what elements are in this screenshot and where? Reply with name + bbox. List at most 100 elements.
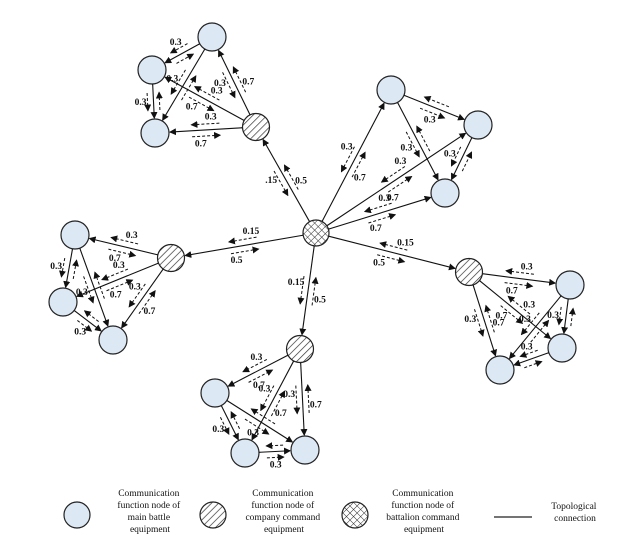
flow-arrow-M3a-M3b-1 [72, 259, 79, 280]
flow-arrow-M2b-M2c-0 [450, 146, 462, 167]
edge-label-M2a-M2c-0: 0.3 [401, 144, 413, 154]
company-node-C4 [454, 257, 484, 287]
edge-label-C2-M3c-1: 0.7 [144, 307, 156, 317]
legend: Communication function node of main batt… [63, 489, 599, 535]
flow-arrow-M3a-M3b-0 [59, 257, 66, 278]
flow-arrow-B-M2b-0 [387, 175, 413, 193]
main-node-M4b [230, 438, 260, 468]
edge-label-M1a-M1c-0: 0.3 [166, 74, 178, 84]
edge-label-B-M2a-0: 0.7 [354, 173, 366, 183]
main-node-M5b [547, 333, 577, 363]
edge-label-M5a-M5c-0: 0.3 [519, 315, 531, 325]
edge-label-C4-M5c-0: 0.3 [464, 315, 476, 325]
flow-arrow-C1-M1c-1 [192, 132, 222, 139]
connection-C4-M5c [468, 279, 498, 357]
edge-label-B-M2c-0: 0.7 [370, 224, 382, 234]
flow-arrow-M2a-M2b-0 [419, 107, 446, 119]
flow-arrow-M1a-M1c-1 [181, 75, 197, 101]
edge-label-B-C2-0: 0.15 [243, 227, 260, 237]
main-node-M3c [98, 325, 128, 355]
connection-M5a-M5c [508, 289, 567, 360]
edge-label-B-M2b-0: 0.7 [387, 193, 399, 203]
flow-arrow-M5a-M5c-1 [530, 319, 550, 343]
edge-label-C3-M4c-0: 0.3 [283, 390, 295, 400]
edge-label-B-C2-1: 0.5 [231, 256, 243, 266]
flow-arrow-M1b-M1c-1 [155, 91, 163, 111]
main-node-M4a [200, 378, 230, 408]
edge-label-B-M2b-1: 0.3 [394, 157, 406, 167]
main-node-M2a [376, 75, 406, 105]
connection-M2b-M2c [451, 131, 478, 181]
connection-B-M2c [322, 195, 432, 234]
edge-label-C4-M5b-1: 0.3 [523, 300, 535, 310]
connection-M1b-M1c [148, 78, 158, 120]
main-node-M2c [430, 178, 460, 208]
connection-M3a-M3b [63, 243, 77, 289]
edge-label-C3-M4b-1: 0.7 [275, 409, 287, 419]
edge-label-M4b-M4c-0: 0.3 [270, 460, 282, 470]
edge-label-C2-M3c-0: 0.3 [129, 283, 141, 293]
connection-M2a-M2c [392, 96, 439, 181]
edge-label-C1-M1a-1: 0.3 [214, 79, 226, 89]
edge-label-B-C1-1: .15 [265, 176, 277, 186]
main-node-M4c [290, 435, 320, 465]
main-node-M5a [555, 270, 585, 300]
flow-arrow-M1b-M1c-0 [144, 92, 152, 112]
flow-arrow-M4a-M4b-1 [230, 411, 241, 429]
edge-label-C1-M1c-0: 0.3 [205, 113, 217, 123]
edge-label-C4-M5c-1: 0.7 [493, 318, 505, 328]
flow-arrow-M2a-M2c-1 [416, 125, 431, 152]
legend-battalion-text: Communication function node of battalion… [386, 489, 461, 535]
main-node-M5c [485, 355, 515, 385]
edge-label-C1-M1c-1: 0.7 [195, 139, 207, 149]
edge-label-M3a-M3b-0: 0.3 [50, 262, 62, 272]
flow-arrow-C3-M4a-0 [242, 358, 268, 373]
battalion-node-B [302, 219, 330, 247]
legend-main-text: Communication function node of main batt… [117, 489, 182, 535]
edge-label-C1-M1b-1: 0.7 [186, 103, 198, 113]
edge-label-M3b-M3c-0: 0.3 [74, 327, 86, 337]
flow-arrow-M5a-M5b-1 [568, 307, 576, 327]
flow-arrow-C3-M4c-0 [293, 385, 301, 415]
connection-B-M2a [316, 102, 385, 228]
edge-label-B-C4-0: 0.5 [373, 258, 385, 268]
nodes-layer [48, 22, 585, 468]
edge-label-B-C4-1: 0.15 [397, 238, 414, 248]
main-node-M3a [60, 220, 90, 250]
flow-arrow-C1-M1c-0 [190, 120, 220, 128]
flow-arrow-M2b-M2c-1 [461, 151, 473, 172]
flow-arrow-M4b-M4c-1 [265, 442, 284, 450]
legend-connection-text: Topological connection [551, 502, 599, 524]
flow-arrow-M5a-M5b-0 [556, 306, 564, 326]
main-node-M2b [463, 110, 493, 140]
company-node-C1 [241, 112, 271, 142]
edge-label-M3a-M3c-0: 0.3 [76, 288, 88, 298]
main-node-M1a [197, 22, 227, 52]
legend-battalion-symbol [341, 501, 369, 529]
edge-label-C3-M4c-1: 0.7 [310, 400, 322, 410]
edge-label-M5b-M5c-0: 0.3 [521, 343, 533, 353]
main-node-M1b [137, 55, 167, 85]
edge-label-C4-M5a-1: 0.3 [521, 262, 533, 272]
connection-C3-M4c [296, 357, 308, 437]
edge-label-C2-M3b-1: 0.7 [110, 291, 122, 301]
legend-main-symbol [63, 501, 91, 529]
edge-label-B-C3-0: 0.15 [288, 278, 305, 288]
edge-label-B-C3-1: 0.5 [314, 296, 326, 306]
company-node-C2 [156, 243, 186, 273]
connection-M1a-M1c [162, 42, 211, 121]
connection-M5b-M5c [513, 347, 555, 367]
flow-arrow-B-M2b-1 [380, 166, 406, 183]
flow-arrow-M4b-M4c-0 [266, 453, 285, 461]
edge-label-C1-M1b-0: 0.3 [211, 87, 223, 97]
main-node-M3b [48, 287, 78, 317]
edge-label-C3-M4a-0: 0.3 [251, 353, 263, 363]
flow-arrow-B-C2-0 [227, 236, 257, 245]
edge-label-C4-M5a-0: 0.7 [506, 287, 518, 297]
flow-arrow-M5b-M5c-1 [524, 360, 543, 369]
main-node-M1c [140, 118, 170, 148]
edge-label-B-C1-0: 0.5 [295, 176, 307, 186]
connection-M4b-M4c [253, 447, 292, 457]
edge-label-M2a-M2b-0: 0.3 [424, 116, 436, 126]
